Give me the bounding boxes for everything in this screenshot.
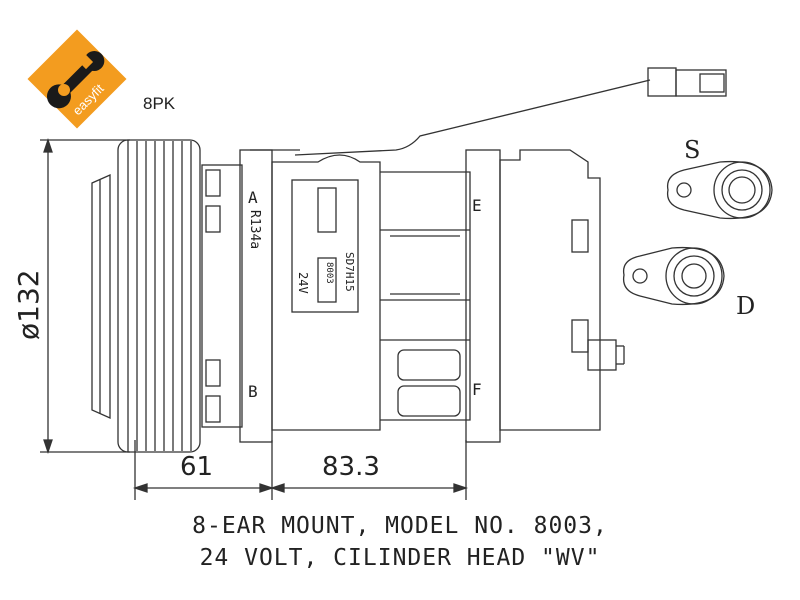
mount-label-a: A	[248, 188, 258, 207]
mount-label-f: F	[472, 380, 482, 399]
easyfit-logo: easyfit	[27, 29, 127, 129]
diameter-label: ø132	[12, 269, 45, 340]
caption-line-1: 8-EAR MOUNT, MODEL NO. 8003,	[192, 513, 608, 539]
right-width-label: 83.3	[322, 452, 380, 482]
suction-port-label: S	[684, 136, 701, 164]
nameplate-refrigerant: R134a	[247, 210, 262, 250]
discharge-port-label: D	[736, 292, 756, 320]
caption-line-2: 24 VOLT, CILINDER HEAD "WV"	[199, 545, 601, 571]
belt-label: 8PK	[143, 94, 176, 113]
mount-label-e: E	[472, 196, 482, 215]
left-width-label: 61	[180, 452, 214, 482]
nameplate-number: 8003	[324, 262, 334, 284]
nameplate-voltage: 24V	[296, 272, 310, 294]
nameplate-model: SD7H15	[343, 252, 356, 292]
mount-label-b: B	[248, 382, 258, 401]
